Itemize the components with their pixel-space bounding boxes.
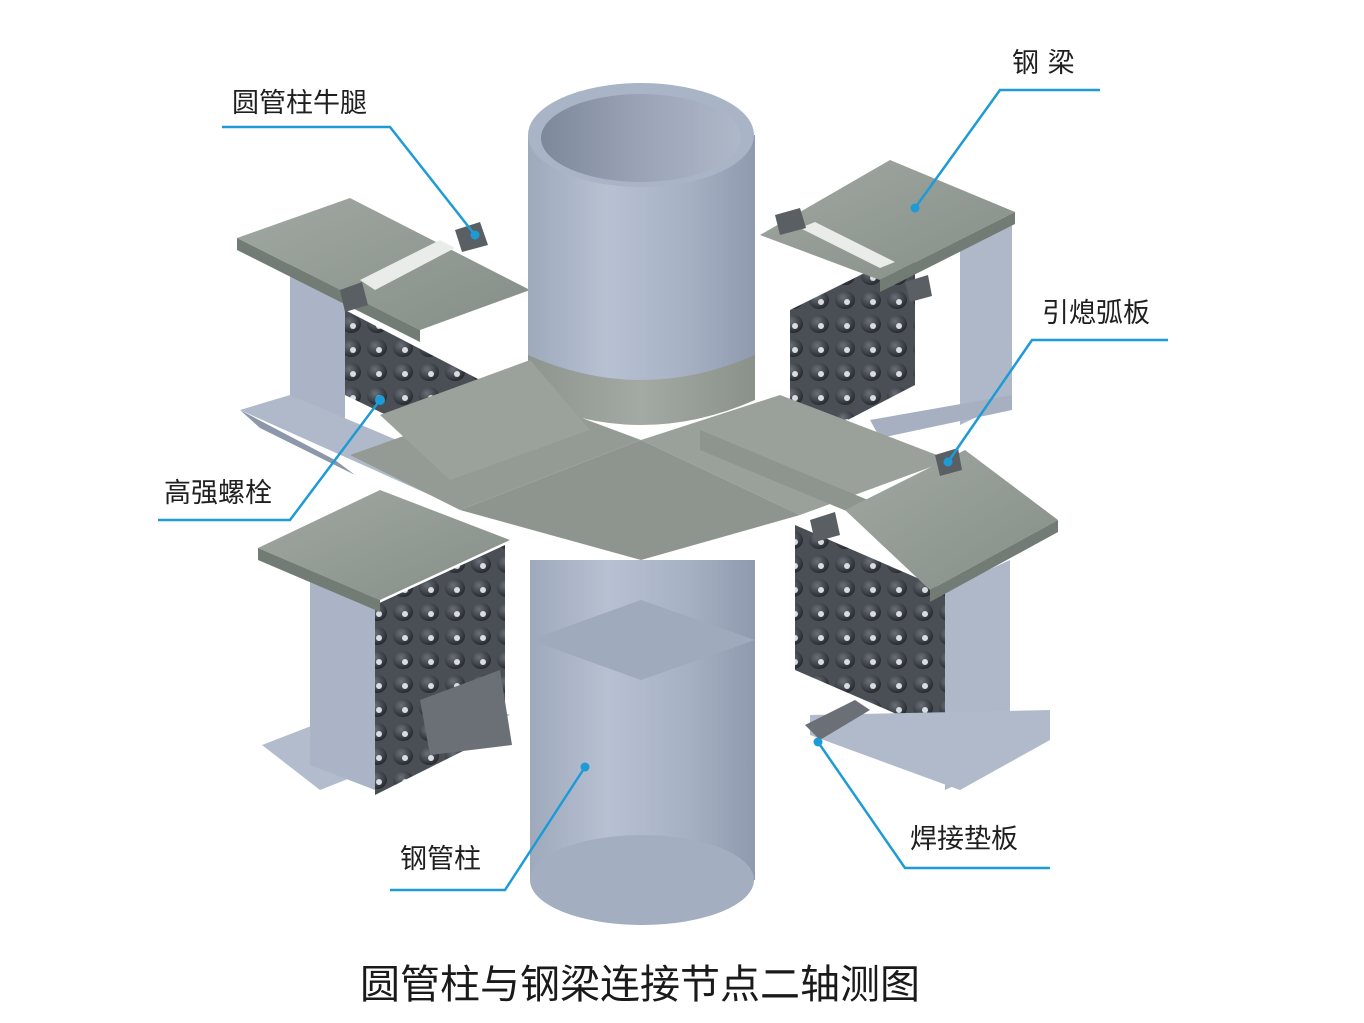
column-lower	[530, 560, 755, 925]
dot-bracket	[470, 230, 480, 240]
label-backing-plate: 焊接垫板	[910, 824, 1018, 855]
beam-back-right	[760, 160, 1015, 450]
label-bracket: 圆管柱牛腿	[232, 88, 367, 119]
web-back-left	[290, 255, 345, 440]
flange-back-left	[237, 198, 530, 330]
beam-front-right	[700, 430, 1058, 790]
leader-dots	[375, 203, 953, 772]
column-opening	[541, 94, 741, 182]
bolt-group-back-right	[790, 248, 915, 450]
leader-steel-beam	[913, 88, 1100, 209]
dot-steel-beam	[910, 203, 920, 213]
leader-bolt	[158, 399, 381, 522]
dot-backing-plate	[813, 737, 823, 747]
label-steel-beam: 钢 梁	[1012, 48, 1075, 79]
flange-front-left	[258, 490, 510, 600]
column-upper	[528, 83, 755, 425]
bolt-group-front-right	[795, 525, 945, 735]
web-back-right	[960, 225, 1012, 425]
leader-column	[390, 766, 587, 892]
web-front-left	[310, 580, 375, 790]
leader-bracket	[222, 125, 476, 236]
flange-front-right	[845, 450, 1058, 590]
dot-arc-plate	[943, 457, 953, 467]
dot-bolt	[375, 395, 385, 405]
dot-column	[580, 762, 590, 772]
beam-front-left	[258, 360, 590, 795]
bracket-ring-weld	[528, 355, 755, 425]
leader-backing-plate	[816, 741, 1050, 870]
label-steel-column: 钢管柱	[400, 844, 481, 875]
label-arc-plate: 引熄弧板	[1042, 298, 1150, 329]
flange-back-right	[760, 160, 1015, 280]
leader-arc-plate	[946, 338, 1168, 463]
leader-lines	[158, 88, 1168, 892]
figure-caption: 圆管柱与钢梁连接节点二轴测图	[360, 962, 920, 1008]
label-hs-bolt: 高强螺栓	[164, 478, 272, 509]
